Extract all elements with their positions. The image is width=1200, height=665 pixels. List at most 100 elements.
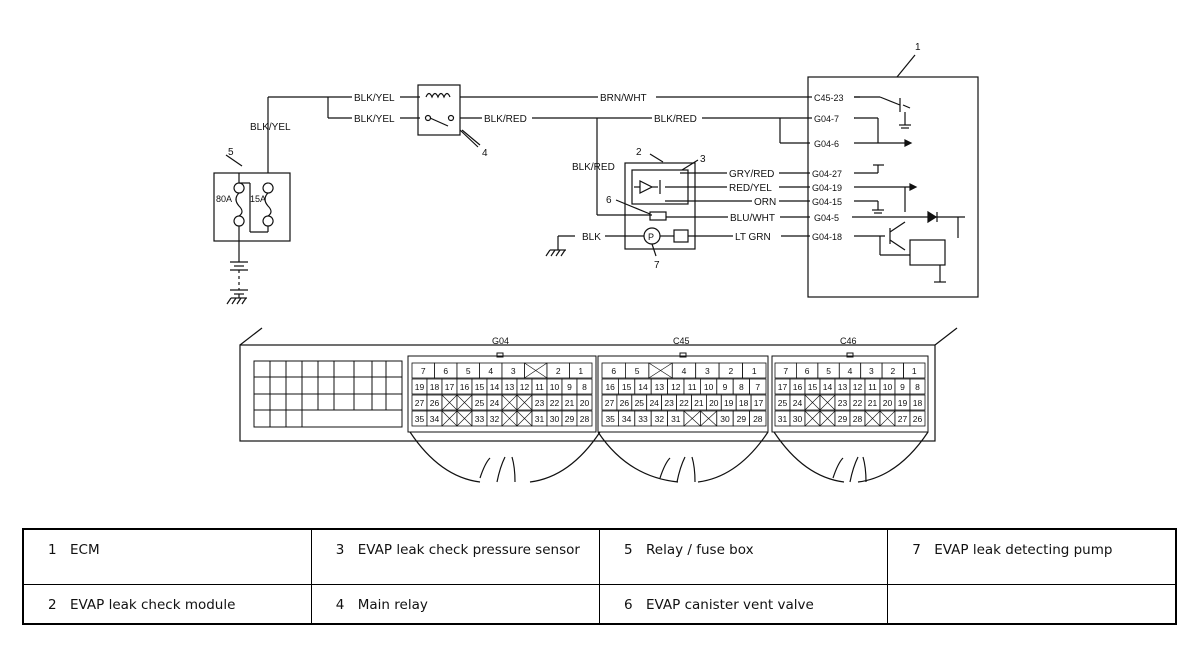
wire-label-blk-yel: BLK/YEL (354, 93, 395, 104)
legend-text: EVAP canister vent valve (646, 597, 814, 613)
legend-num: 5 (624, 542, 633, 558)
main-relay (417, 84, 461, 136)
pin-number: 13 (838, 382, 848, 392)
pin-cell-empty-mark (516, 394, 533, 411)
pin-number: 33 (475, 414, 485, 424)
ecm-pin-label: C45-23 (814, 93, 844, 103)
pin-number: 22 (550, 398, 560, 408)
pump-symbol: P (648, 232, 654, 242)
fuse-80a-label: 80A (216, 194, 232, 204)
pin-cell (903, 362, 926, 379)
pin-number: 13 (505, 382, 515, 392)
pin-number: 20 (709, 398, 719, 408)
pin-number: 6 (443, 366, 448, 376)
pin-cell (909, 410, 926, 427)
pin-number: 26 (913, 414, 923, 424)
pin-number: 1 (578, 366, 583, 376)
connector-label-c45: C45 (673, 336, 690, 346)
legend-num: 6 (624, 597, 633, 613)
pin-number: 30 (550, 414, 560, 424)
pin-number: 12 (520, 382, 530, 392)
pin-number: 24 (490, 398, 500, 408)
pin-number: 28 (580, 414, 590, 424)
callout-1: 1 (915, 42, 921, 53)
pin-number: 30 (720, 414, 730, 424)
pin-number: 25 (635, 398, 645, 408)
pin-cell-empty-mark (441, 410, 458, 427)
pin-number: 18 (430, 382, 440, 392)
pin-number: 29 (838, 414, 848, 424)
pin-number: 15 (475, 382, 485, 392)
pin-number: 3 (511, 366, 516, 376)
pin-number: 28 (853, 414, 863, 424)
callout-4: 4 (482, 148, 488, 159)
pin-number: 5 (466, 366, 471, 376)
pin-number: 1 (912, 366, 917, 376)
callout-5: 5 (228, 147, 234, 158)
ecm-pin-label: G04-15 (812, 197, 842, 207)
pin-number: 34 (430, 414, 440, 424)
ecm-box (807, 76, 979, 298)
pin-number: 29 (737, 414, 747, 424)
wire-label-gry-red: GRY/RED (729, 169, 774, 180)
pin-number: 16 (460, 382, 470, 392)
pin-cell-empty-mark (683, 410, 701, 427)
pin-number: 26 (430, 398, 440, 408)
pin-number: 14 (490, 382, 500, 392)
legend-text: EVAP leak check pressure sensor (357, 542, 580, 558)
pin-number: 7 (755, 382, 760, 392)
wire-label-blk-red: BLK/RED (654, 114, 697, 125)
pin-number: 4 (848, 366, 853, 376)
ecm-pin-label: G04-19 (812, 183, 842, 193)
pin-number: 22 (853, 398, 863, 408)
pin-cell-empty-mark (516, 410, 533, 427)
pin-cell (742, 362, 767, 379)
wiring-diagram: 7654321191817161514131211109827262524232… (213, 42, 979, 483)
pin-number: 34 (622, 414, 632, 424)
callout-7: 7 (654, 260, 660, 271)
legend-text: Main relay (357, 597, 428, 613)
pin-number: 27 (605, 398, 615, 408)
legend-text: EVAP leak check module (70, 597, 236, 613)
pin-cell-empty-mark (524, 362, 548, 379)
wire-label-red-yel: RED/YEL (729, 183, 772, 194)
pin-cell (909, 378, 926, 395)
pin-number: 31 (778, 414, 788, 424)
legend-text: Relay / fuse box (646, 542, 754, 558)
pin-number: 29 (565, 414, 575, 424)
ecm-pin-label: G04-5 (814, 213, 839, 223)
pin-cell (749, 410, 767, 427)
callout-2: 2 (636, 147, 642, 158)
pin-number: 25 (475, 398, 485, 408)
pin-number: 17 (445, 382, 455, 392)
pin-number: 2 (556, 366, 561, 376)
pin-number: 7 (783, 366, 788, 376)
pin-number: 14 (638, 382, 648, 392)
pin-cell-empty-mark (700, 410, 718, 427)
pin-number: 2 (729, 366, 734, 376)
pin-cell-empty-mark (441, 394, 458, 411)
ecm-pin-label: G04-27 (812, 169, 842, 179)
pin-number: 1 (752, 366, 757, 376)
pin-number: 23 (664, 398, 674, 408)
wire-label-blk-yel: BLK/YEL (354, 114, 395, 125)
pin-number: 19 (415, 382, 425, 392)
pin-number: 4 (488, 366, 493, 376)
pin-number: 6 (805, 366, 810, 376)
pin-number: 24 (793, 398, 803, 408)
pin-number: 17 (754, 398, 764, 408)
connector-label-g04: G04 (492, 336, 509, 346)
legend-num: 1 (48, 542, 57, 558)
pin-number: 24 (649, 398, 659, 408)
legend-cell: 6 EVAP canister vent valve (598, 584, 889, 625)
pin-cell (576, 378, 593, 395)
wire-label-blk: BLK (582, 232, 601, 243)
callout-3: 3 (700, 154, 706, 165)
legend-num: 7 (912, 542, 921, 558)
legend-num: 4 (335, 597, 345, 613)
